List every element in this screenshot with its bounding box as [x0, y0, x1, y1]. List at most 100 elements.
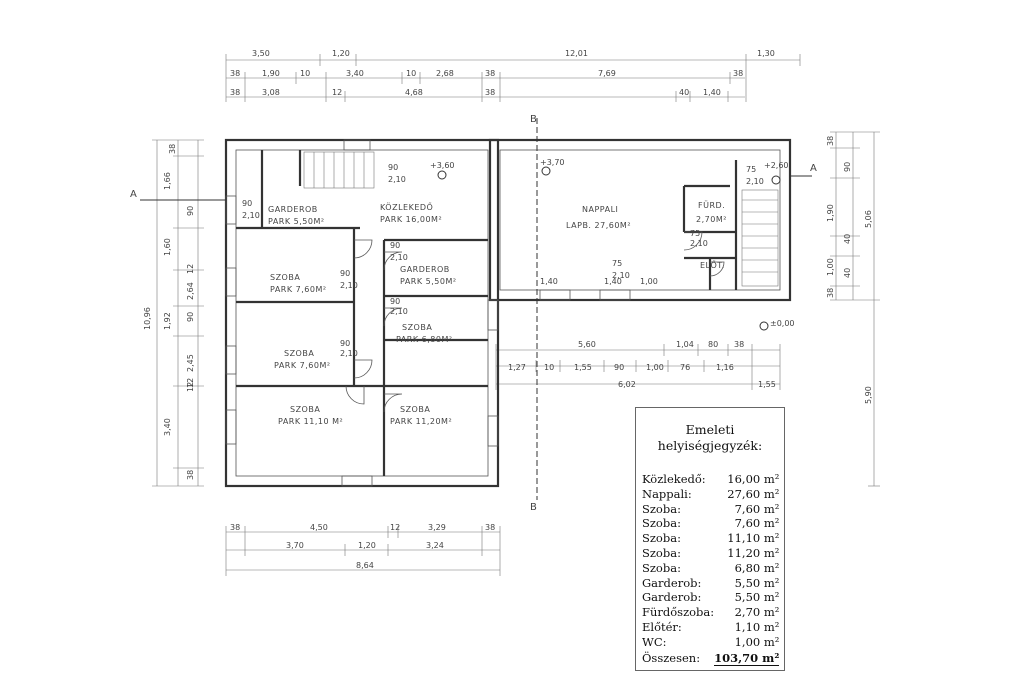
room-szoba-3-name: SZOBA	[284, 349, 314, 358]
dim-right-total-b: 5,90	[864, 386, 873, 404]
room-eloter-name: ELŐT.	[700, 260, 725, 270]
door-w-2: 90	[388, 163, 398, 172]
legend-row: Szoba:6,80 m²	[642, 561, 781, 576]
dim-left-5: 12	[186, 264, 195, 274]
dim-top-6: 1,90	[262, 69, 280, 78]
door-h-2: 2,10	[388, 175, 406, 184]
room-szoba-4-name: SZOBA	[290, 405, 320, 414]
room-szoba-5-info: PARK 11,20M²	[390, 417, 452, 426]
legend-room-name: Szoba:	[642, 516, 681, 531]
legend-room-name: WC:	[642, 634, 667, 649]
room-garderob-1-name: GARDEROB	[268, 205, 318, 214]
level-3: +2,60	[764, 161, 789, 170]
legend-room-area: 7,60 m²	[734, 501, 780, 516]
room-furdo-name: FÜRD.	[698, 200, 725, 210]
dim-right-3: 1,90	[826, 204, 835, 222]
room-garderob-2-info: PARK 5,50M²	[400, 277, 457, 286]
dim-right-total-a: 5,06	[864, 210, 873, 228]
dim-bottom-5: 38	[485, 523, 495, 532]
legend-row: Szoba: 11,10 m²	[642, 531, 781, 546]
door-h-5: 2,10	[390, 307, 408, 316]
door-h-1: 2,10	[242, 211, 260, 220]
dim-left-6: 2,64	[186, 282, 195, 300]
legend-room-name: Közlekedő:	[642, 472, 706, 486]
dim-mid-3: 80	[708, 340, 718, 349]
level-4: ±0,00	[770, 319, 795, 328]
door-w-6: 90	[340, 339, 350, 348]
room-szoba-2-name: SZOBA	[402, 323, 432, 332]
room-szoba-1-name: SZOBA	[270, 273, 300, 282]
door-labels: 90 2,10 90 2,10 90 2,10 90 2,10 90 2,10 …	[242, 163, 764, 358]
room-kozlekedo-info: PARK 16,00M²	[380, 215, 442, 224]
dim-top-10: 2,68	[436, 69, 454, 78]
legend-room-area: 1,00 m²	[734, 634, 780, 649]
room-nappali-name: NAPPALI	[582, 205, 618, 214]
dim-left-8: 1,92	[163, 312, 172, 330]
dim-left-10: 2,45	[186, 354, 195, 372]
dim-top-5: 38	[230, 69, 240, 78]
dim-bottom-4: 3,29	[428, 523, 446, 532]
legend-room-area: 5,50 m²	[734, 575, 780, 590]
legend-room-area: 11,10 m²	[727, 531, 780, 546]
legend-title-1: Emeleti	[685, 422, 735, 437]
room-schedule: Emeleti helyiségjegyzék: Közlekedő:16,00…	[635, 407, 785, 671]
right-dimension-chains: 38 90 1,90 40 1,00 40 38 5,06 5,90	[826, 131, 880, 487]
legend-total-area: 103,70 m²	[714, 650, 780, 666]
dim-top-11: 38	[485, 69, 495, 78]
dim-left-4: 1,60	[163, 238, 172, 256]
legend-room-name: Szoba:	[642, 501, 681, 516]
dim-mid-12: 6,02	[618, 380, 636, 389]
door-swings	[345, 231, 725, 413]
door-h-7: 2,10	[612, 271, 630, 280]
dim-left-2: 1,66	[163, 172, 172, 190]
stairs	[303, 151, 779, 287]
bottom-dimension-chains: 38 4,50 12 3,29 38 3,70 1,20 3,24 8,64	[225, 523, 501, 576]
dim-mid-5: 1,27	[508, 363, 526, 372]
legend-room-name: Nappali:	[642, 486, 692, 501]
dim-right-4: 40	[843, 234, 852, 244]
dim-top-20: 1,40	[703, 88, 721, 97]
section-b-top: B	[530, 114, 537, 125]
dim-top-4: 1,30	[757, 49, 775, 58]
dim-right-5: 1,00	[826, 258, 835, 276]
door-h-8: 2,10	[690, 239, 708, 248]
dim-right-2: 90	[843, 162, 852, 172]
legend-room-area: 7,60 m²	[734, 516, 780, 531]
dim-bottom-1: 38	[230, 523, 240, 532]
legend-room-area: 5,50 m²	[734, 590, 780, 605]
legend-row: Szoba: 7,60 m²	[642, 516, 781, 531]
legend-room-name: Garderob:	[642, 590, 702, 605]
dim-top-13: 38	[733, 69, 743, 78]
dim-top-15: 3,08	[262, 88, 280, 97]
dim-left-3: 90	[186, 206, 195, 216]
dim-left-7: 90	[186, 312, 195, 322]
door-h-6: 2,10	[340, 349, 358, 358]
dim-left-total: 10,96	[143, 307, 152, 330]
legend-row: Előtér:1,10 m²	[642, 620, 781, 635]
legend-room-area: 27,60 m²	[727, 486, 780, 501]
dim-mid-7: 1,55	[574, 363, 592, 372]
dim-mid-2: 1,04	[676, 340, 694, 349]
room-garderob-1-info: PARK 5,50M²	[268, 217, 325, 226]
dim-bottom-2: 4,50	[310, 523, 328, 532]
legend-total-row: Összesen:103,70 m²	[642, 650, 781, 666]
legend-row: Közlekedő: 16,00 m²	[642, 472, 781, 487]
dim-top-7: 10	[300, 69, 310, 78]
door-w-3: 90	[340, 269, 350, 278]
dim-left-1: 38	[168, 144, 177, 154]
door-w-1: 90	[242, 199, 252, 208]
dim-top-1: 3,50	[252, 49, 270, 58]
level-2: +3,70	[540, 158, 565, 167]
legend-row: Garderob:5,50 m²	[642, 576, 781, 591]
top-dimension-chains: 3,50 1,20 12,01 1,30 38 1,90 10 3,40 10 …	[225, 49, 801, 102]
door-w-7: 75	[612, 259, 622, 268]
section-a-left: A	[130, 189, 137, 200]
dim-left-12: 3,40	[163, 418, 172, 436]
room-szoba-5-name: SZOBA	[400, 405, 430, 414]
section-lines: A A B B	[130, 114, 817, 513]
legend-room-area: 16,00 m²	[727, 472, 780, 486]
legend-room-area: 2,70 m²	[734, 605, 780, 620]
dim-mid-1: 5,60	[578, 340, 596, 349]
legend-row: Szoba: 7,60 m²	[642, 502, 781, 517]
legend-room-name: Szoba:	[642, 531, 681, 546]
